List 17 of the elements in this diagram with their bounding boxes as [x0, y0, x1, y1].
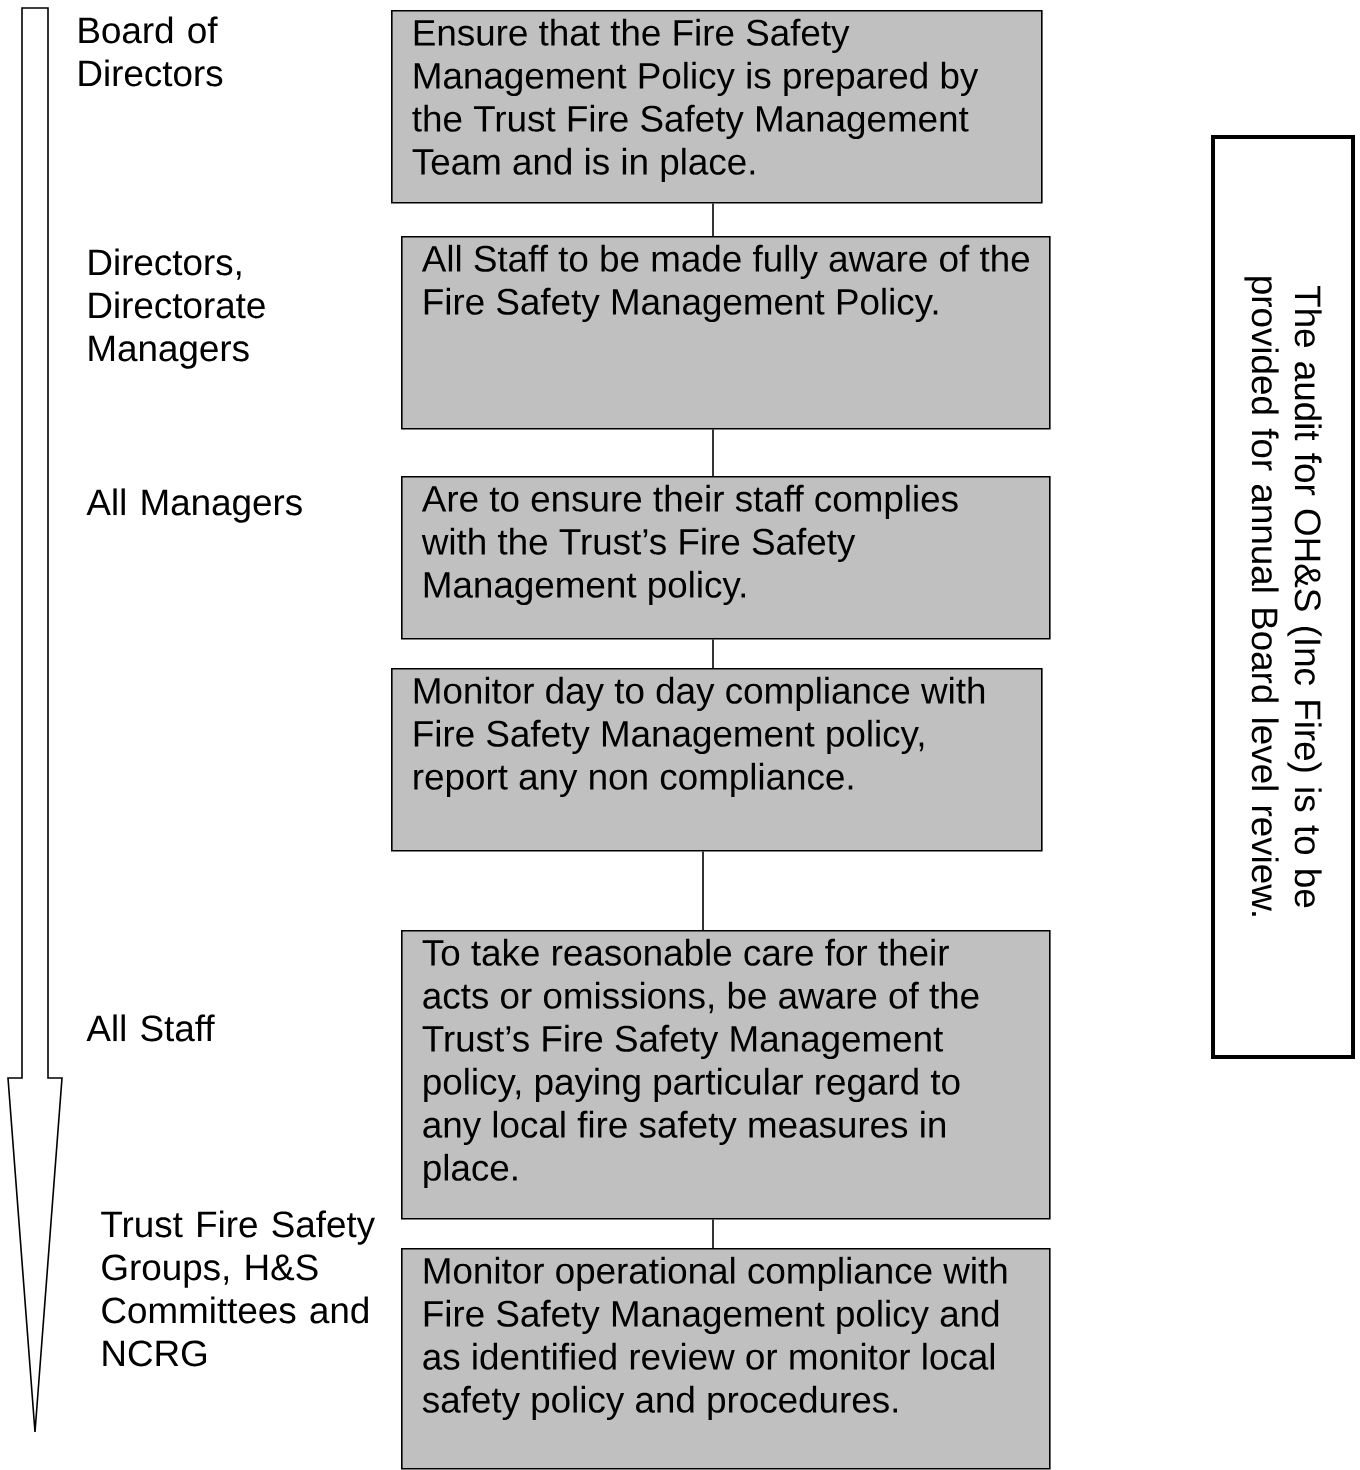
- connector-line: [712, 202, 714, 237]
- role-label: Directors, Directorate Managers: [89, 248, 265, 369]
- process-box: Monitor day to day compliance with Fire Safety Management policy, report any non compliance.: [391, 668, 1043, 852]
- connector-line: [712, 428, 714, 477]
- role-label: Trust Fire Safety Groups, H&S Committees and NCRG: [101, 1210, 375, 1367]
- connector-line: [712, 638, 714, 669]
- process-box: Are to ensure their staff complies with the Trust’s Fire Safety Management policy.: [401, 476, 1051, 640]
- process-box: Monitor operational compliance with Fire Safety Management policy and as identified review or monitor local safety policy and procedures.: [401, 1248, 1051, 1470]
- role-label: Board of Directors: [79, 16, 223, 87]
- connector-line: [712, 1218, 714, 1249]
- connector-line: [702, 850, 704, 931]
- role-label: All Managers: [86, 488, 302, 523]
- role-label: All Staff: [86, 1014, 215, 1042]
- process-box: All Staff to be made fully aware of the Fire Safety Management Policy.: [401, 236, 1051, 430]
- note-box: The audit for OH&S (Inc Fire) is to be provided for annual Board level review.: [1211, 135, 1355, 1059]
- process-box: To take reasonable care for their acts or omissions, be aware of the Trust’s Fire Safety Management policy, paying particular regard to any local fire safety measures in place.: [401, 930, 1051, 1220]
- process-box: Ensure that the Fire Safety Management Policy is prepared by the Trust Fire Safety Management Team and is in place.: [391, 10, 1043, 204]
